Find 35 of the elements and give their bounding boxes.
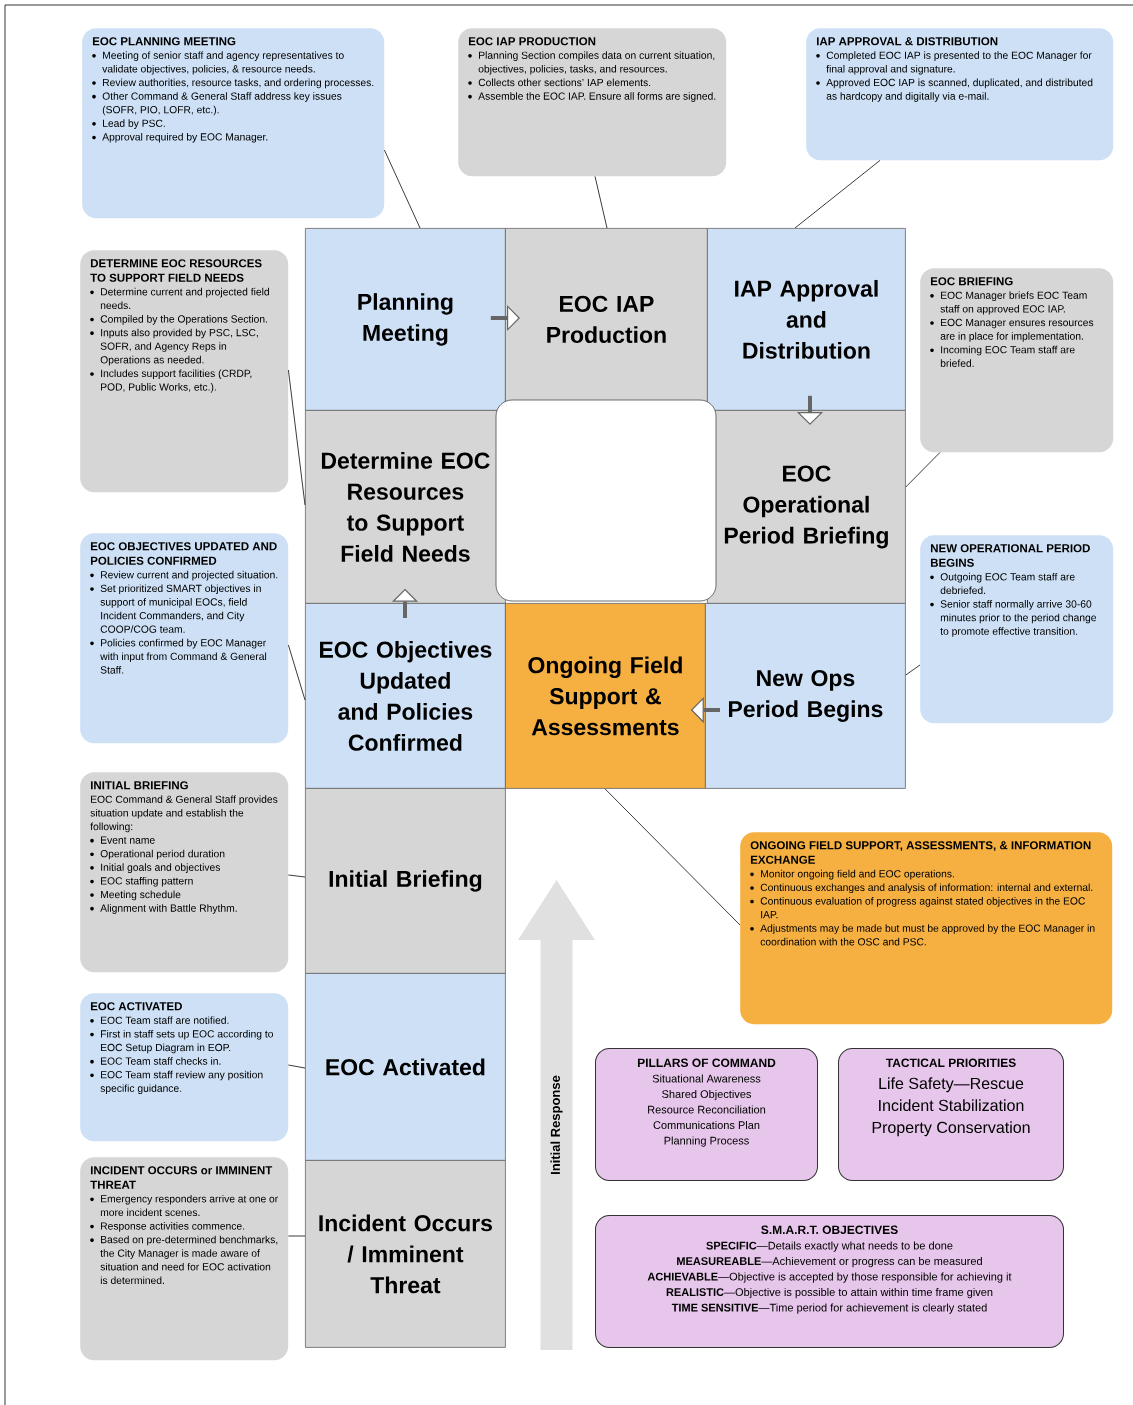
process-box: Initial Briefing xyxy=(305,788,506,974)
leader-line xyxy=(287,369,306,506)
callout-box: EOC IAP PRODUCTION Planning Section compiles data on current situation, objectives, policies, tasks, and resources. Collects other sections’ IAP elements. Assemble the EOC IAP. Ensure all forms are signed. xyxy=(458,28,727,177)
callout-box: ONGOING FIELD SUPPORT, ASSESSMENTS, & INFORMATION EXCHANGE Monitor ongoing field and EOC operations. Continuous exchanges and analysis of information: internal and external. Continuous evaluation of progress against stated objectives in the EOC IAP. Adjustments may be made but must be approved by the EOC Manager in coordination with the OSC and PSC. xyxy=(740,832,1113,1025)
leader-line xyxy=(287,1064,306,1069)
process-box: EOC Activated xyxy=(305,973,506,1161)
process-box: EOC Objectives Updated and Policies Confirmed xyxy=(305,603,506,789)
callout-box: INCIDENT OCCURS or IMMINENT THREAT Emergency responders arrive at one or more incident scenes. Response activities commence. Based on pre-determined benchmarks, the City Manager is made aware of situation and need for EOC activation is determined. xyxy=(80,1157,289,1361)
process-box: Ongoing Field Support & Assessments xyxy=(505,603,706,789)
process-box: EOC IAP Production xyxy=(505,228,708,411)
callout-box: DETERMINE EOC RESOURCES TO SUPPORT FIELD NEEDS Determine current and projected field needs. Compiled by the Operations Section. Inputs also provided by PSC, LSC, SOFR, and Agency Reps in Operations as needed. Includes support facilities (CRDP, POD, Public Works, etc.). xyxy=(80,250,289,493)
callout-box: IAP APPROVAL & DISTRIBUTION Completed EOC IAP is presented to the EOC Manager for final approval and signature. Approved EOC IAP is scanned, duplicated, and distributed as hardcopy and digitally via e-mail. xyxy=(806,28,1114,161)
callout-box: EOC BRIEFING EOC Manager briefs EOC Team staff on approved EOC IAP. EOC Manager ensures resources are in place for implementation. Incoming EOC Team staff are briefed. xyxy=(920,268,1114,453)
leader-line xyxy=(287,874,306,878)
info-box: PILLARS OF COMMAND Situational Awareness Shared Objectives Resource Reconciliation Communications Plan Planning Process xyxy=(595,1048,818,1181)
callout-box: NEW OPERATIONAL PERIOD BEGINS Outgoing EOC Team staff are debriefed. Senior staff normally arrive 30-60 minutes prior to the period change to promote effective transition. xyxy=(920,535,1114,724)
process-box: New Ops Period Begins xyxy=(705,603,906,789)
callout-box: INITIAL BRIEFING EOC Command & General Staff provides situation update and establish the following: Event name Operational period duration Initial goals and objectives EOC staffing pattern Meeting schedule Alignment with Battle Rhythm. xyxy=(80,772,289,973)
process-box: Determine EOC Resources to Support Field Needs xyxy=(305,410,506,604)
info-box: TACTICAL PRIORITIES Life Safety—Rescue Incident Stabilization Property Conservation xyxy=(838,1048,1064,1181)
process-box: Planning Meeting xyxy=(305,228,506,411)
leader-line xyxy=(604,788,741,926)
leader-line xyxy=(383,149,421,229)
leader-line xyxy=(594,175,608,229)
callout-box: EOC OBJECTIVES UPDATED AND POLICIES CONFIRMED Review current and projected situation. Set prioritized SMART objectives in support of municipal EOCs, field Incident Commanders, and City COOP/COG team. Policies confirmed by EOC Manager with input from Command & General Staff. xyxy=(80,533,289,744)
leader-line xyxy=(905,664,921,676)
callout-box: EOC PLANNING MEETING Meeting of senior staff and agency representatives to validate objectives, policies, & resource needs. Review authorities, resource tasks, and ordering processes. Other Command & General Staff address key issues (SOFR, PIO, LOFR, etc.). Lead by PSC. Approval required by EOC Manager. xyxy=(82,28,385,219)
leader-line xyxy=(905,451,941,488)
callout-box: EOC ACTIVATED EOC Team staff are notified. First in staff sets up EOC according to EOC Setup Diagram in EOP. EOC Team staff checks in. EOC Team staff review any position specific guidance. xyxy=(80,993,289,1142)
info-box: S.M.A.R.T. OBJECTIVES SPECIFIC—Details exactly what needs to be done MEASUREABLE—Achievement or progress can be measured ACHIEVABLE—Objective is accepted by those responsible for achieving it REALISTIC—Objective is possible to attain within time frame given TIME SENSITIVE—Time period for achievement is clearly stated xyxy=(595,1215,1064,1348)
process-box: EOC Operational Period Briefing xyxy=(707,410,906,604)
leader-line xyxy=(287,1235,306,1237)
leader-line xyxy=(794,159,881,229)
process-box: IAP Approval and Distribution xyxy=(707,228,906,411)
process-box: Incident Occurs / Imminent Threat xyxy=(305,1160,506,1348)
